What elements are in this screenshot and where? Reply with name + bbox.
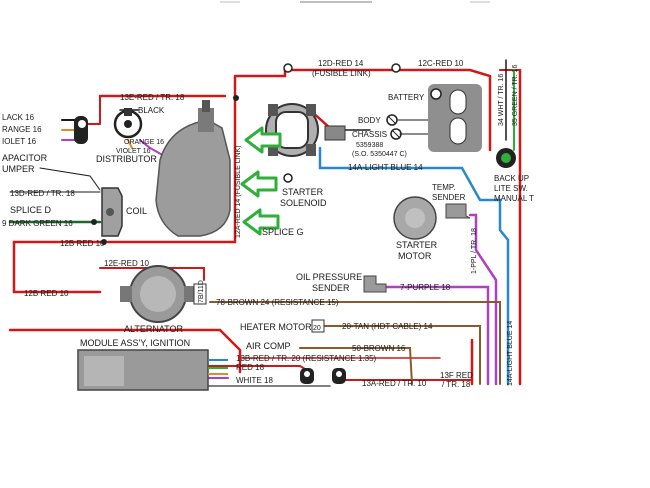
wire-20-tan <box>319 325 481 385</box>
label-wire-34: 34 WHT / TR. 16 <box>498 74 505 126</box>
module-connector-1 <box>300 368 314 384</box>
label-wire-violet16: VIOLET 16 <box>116 148 151 155</box>
label-starter-solenoid-2: SOLENOID <box>280 198 327 208</box>
temp-sender <box>445 203 471 219</box>
label-splice-d: SPLICE D <box>10 205 52 215</box>
label-wire-14a-vert: 14A-LIGHT BLUE 14 <box>507 321 514 386</box>
wire-orange-dist <box>127 139 133 149</box>
label-wire-7-purple: 7-PURPLE 18 <box>400 283 451 292</box>
backup-lite-switch <box>496 148 516 168</box>
label-wire-iolet16: IOLET 16 <box>2 137 37 146</box>
label-oil-pressure-2: SENDER <box>312 283 350 293</box>
wire-7-purple <box>382 285 490 386</box>
wire-13e-down <box>87 95 101 125</box>
coil <box>101 187 123 237</box>
label-module-ignition: MODULE ASS'Y, IGNITION <box>80 338 190 348</box>
label-temp-sender-2: SENDER <box>432 193 466 202</box>
chassis-ground-symbol <box>390 128 402 140</box>
wire-12d <box>233 68 492 152</box>
module-connector-2 <box>332 368 346 384</box>
label-wire-12d-fusible: (FUSIBLE LINK) <box>312 69 371 78</box>
label-backup-2: LITE SW. <box>494 184 528 193</box>
label-wire-35: 35 GREEN / TR. 16 <box>512 65 519 126</box>
label-wire-white18: WHITE 18 <box>236 376 273 385</box>
battery <box>428 84 482 152</box>
wire-12a <box>106 90 237 244</box>
label-heater-tag: 20 <box>313 325 321 332</box>
body-ground-symbol <box>386 114 398 126</box>
label-chassis-so: (S.O. 5350447 C) <box>352 151 407 158</box>
label-wire-12b-top: 12B RED 10 <box>60 239 105 248</box>
label-chassis-part: 5359388 <box>356 142 383 149</box>
label-wire-14a: 14A-LIGHT BLUE 14 <box>348 163 423 172</box>
label-wire-13f: 13F RED <box>440 371 473 380</box>
label-wire-12d: 12D-RED 14 <box>318 59 364 68</box>
label-wire-13b: 13B-RED / TR. 20 (RESISTANCE 1.35) <box>236 354 377 363</box>
label-wire-13f-tr: / TR. 18 <box>442 380 471 389</box>
engine-block <box>155 100 231 237</box>
label-wire-black: BLACK <box>138 106 165 115</box>
wire-78-brown <box>209 301 501 385</box>
ignition-module <box>77 349 228 391</box>
label-wire-12c: 12C-RED 10 <box>418 59 464 68</box>
label-wire-50: 50-BROWN 16 <box>352 344 406 353</box>
label-wire-lack16: LACK 16 <box>2 113 35 122</box>
wire-red-lower <box>8 328 242 374</box>
left-connector <box>74 116 88 144</box>
label-chassis: CHASSIS <box>352 130 387 139</box>
label-backup-3: MANUAL T <box>494 194 534 203</box>
alternator <box>120 265 207 323</box>
label-capacitor-1: APACITOR <box>2 153 48 163</box>
starter-solenoid <box>265 103 346 157</box>
label-body: BODY <box>358 116 381 125</box>
wire-14a <box>318 146 510 386</box>
label-alt-tag: 7B/11D <box>198 280 205 303</box>
green-arrow-icon <box>240 170 278 198</box>
label-wire-13a: 13A-RED / TR. 10 <box>362 379 427 388</box>
label-wire-12b-left: 12B RED 10 <box>24 289 69 298</box>
wire-50-brown <box>299 347 413 385</box>
label-wire-1-ppl: 1-PPL / TR. 18 <box>471 228 478 274</box>
label-wire-12a: 12A-RED 14 (FUSIBLE LINK) <box>235 145 242 238</box>
label-wire-13e: 13E-RED / TR. 18 <box>120 93 185 102</box>
label-capacitor-2: UMPER <box>2 164 35 174</box>
heater-motor-box <box>311 319 325 333</box>
wire-1-ppl <box>468 213 498 386</box>
label-splice-g: SPLICE G <box>262 227 304 237</box>
label-distributor: DISTRIBUTOR <box>96 154 157 164</box>
label-oil-pressure-1: OIL PRESSURE <box>296 272 362 282</box>
distributor <box>113 108 143 139</box>
terminal-marker <box>91 63 401 245</box>
label-air-comp: AIR COMP <box>246 341 291 351</box>
label-wire-12e: 12E-RED 10 <box>104 259 149 268</box>
green-arrow-icon <box>244 126 282 154</box>
label-wire-orange16: ORANGE 16 <box>124 139 164 146</box>
label-wire-20-tan: 20-TAN (HDT CABLE) 14 <box>342 322 433 331</box>
label-starter-solenoid-1: STARTER <box>282 187 324 197</box>
label-starter-motor-2: MOTOR <box>398 251 432 261</box>
wire-capacitor <box>39 167 101 191</box>
label-wire-78: 78-BROWN 24 (RESISTANCE 15) <box>216 298 339 307</box>
wire-12b-left <box>12 240 102 294</box>
green-arrow-icon <box>242 208 280 236</box>
label-wire-13d: 13D-RED / TR. 18 <box>10 189 75 198</box>
label-coil: COIL <box>126 206 147 216</box>
label-alternator: ALTERNATOR <box>124 324 184 334</box>
label-backup-1: BACK UP <box>494 174 529 183</box>
label-battery: BATTERY <box>388 93 425 102</box>
oil-pressure-sender <box>363 275 387 293</box>
wire-12e <box>99 267 205 281</box>
label-wire-red18: RED 18 <box>236 363 265 372</box>
starter-motor <box>393 196 437 240</box>
label-temp-sender-1: TEMP. <box>432 183 455 192</box>
label-wire-range16: RANGE 16 <box>2 125 42 134</box>
label-wire-9: 9 DARK GREEN 16 <box>2 219 73 228</box>
label-starter-motor-1: STARTER <box>396 240 438 250</box>
label-heater-motor: HEATER MOTOR <box>240 322 312 332</box>
